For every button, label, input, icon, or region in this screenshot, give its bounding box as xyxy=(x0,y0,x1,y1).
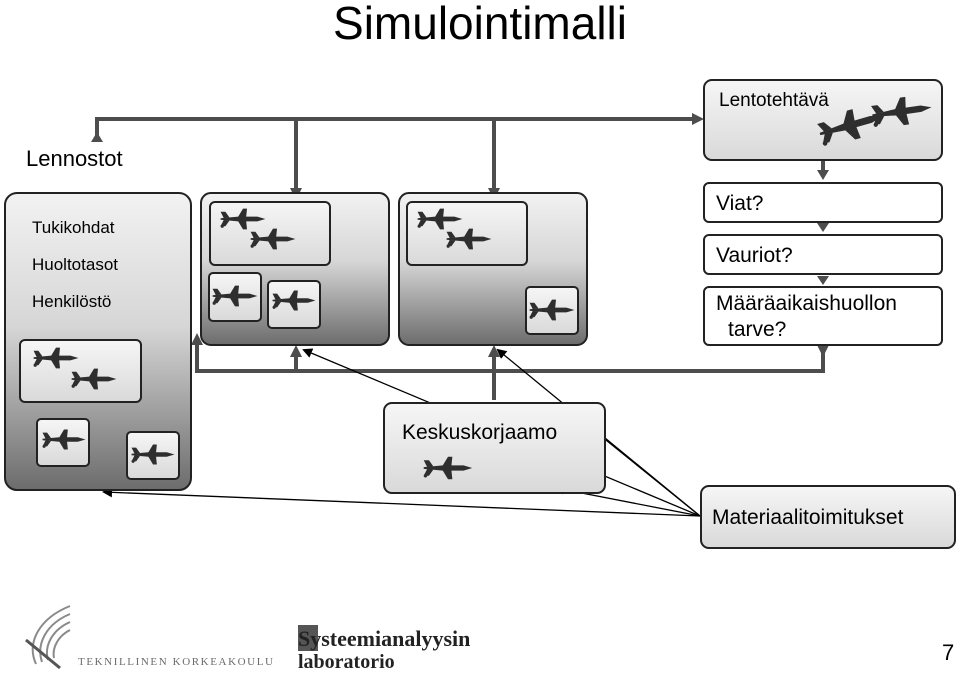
maintenance-box xyxy=(703,286,943,346)
faults-box xyxy=(703,182,943,223)
damages-label: Vauriot? xyxy=(716,244,793,267)
material-label: Materiaalitoimitukset xyxy=(712,506,904,529)
lab-name-line2: laboratorio xyxy=(298,651,395,673)
wing-item-maintenance-levels: Huoltotasot xyxy=(32,255,118,274)
page-number: 7 xyxy=(942,640,955,665)
university-name: TEKNILLINEN KORKEAKOULU xyxy=(78,656,275,668)
maintenance-label-line1: Määräaikaishuollon xyxy=(716,292,897,315)
mission-label: Lentotehtävä xyxy=(719,90,829,111)
hangar-slot xyxy=(209,201,331,266)
central-repair-label: Keskuskorjaamo xyxy=(402,421,558,444)
material-box xyxy=(700,485,956,549)
connector-arrowheads xyxy=(91,113,829,357)
damages-box xyxy=(703,234,943,275)
lab-name-line1: Systeemianalyysin xyxy=(298,626,471,651)
wing-item-bases: Tukikohdat xyxy=(32,218,115,237)
maintenance-label-line2: tarve? xyxy=(728,318,787,341)
page-title: Simulointimalli xyxy=(333,0,627,49)
sal-logo-mark xyxy=(298,625,318,651)
mission-box xyxy=(703,79,943,161)
wing-base-hangar xyxy=(19,339,142,403)
faults-label: Viat? xyxy=(716,192,764,215)
wings-label: Lennostot xyxy=(26,146,123,171)
central-repair-box xyxy=(383,402,606,494)
wing-item-personnel: Henkilöstö xyxy=(32,292,112,311)
tkk-logo xyxy=(25,605,71,670)
